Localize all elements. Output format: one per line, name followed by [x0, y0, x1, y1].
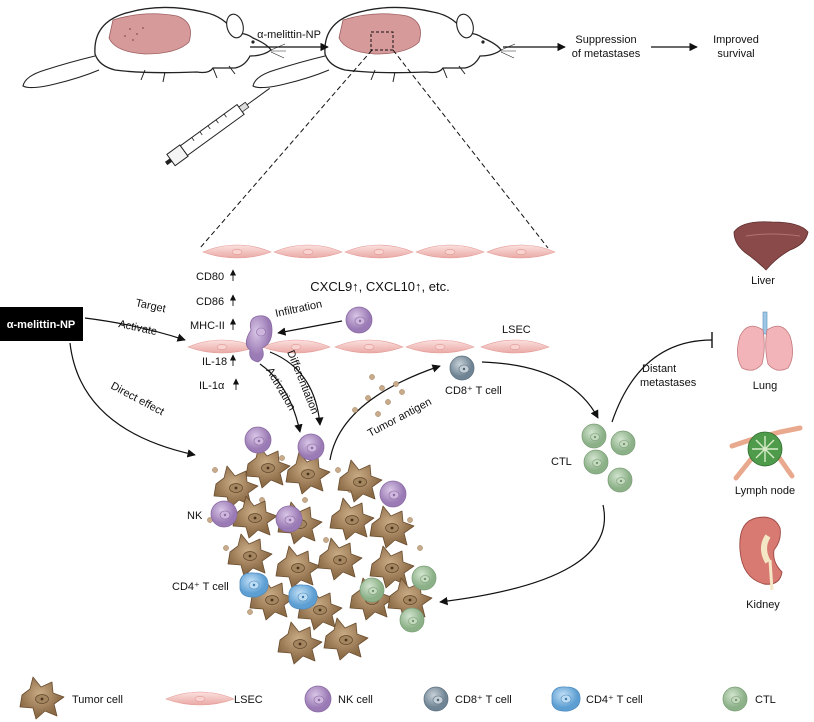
syringe-icon: [164, 87, 270, 167]
organ-lymph-node: Lymph node: [735, 485, 795, 497]
distant-label-line2: metastases: [640, 377, 697, 389]
treated-mouse: [252, 6, 517, 89]
outcome2-line2: survival: [717, 48, 754, 60]
legend-nk-cell: NK cell: [338, 694, 373, 706]
nk-label: NK: [187, 510, 203, 522]
ctl-label: CTL: [551, 456, 572, 468]
differentiation-arrow: [269, 351, 324, 426]
kidney-organ-icon: [739, 516, 783, 591]
legend-cd8-cell: CD8⁺ T cell: [455, 694, 512, 706]
lsec-row-middle: [187, 339, 550, 354]
lsec-label: LSEC: [502, 324, 531, 336]
target-arrow: [84, 317, 186, 342]
liver-organ-icon: [733, 221, 809, 271]
tumor-antigen-label: Tumor antigen: [366, 396, 434, 440]
organ-liver: Liver: [751, 275, 775, 287]
marker-il-1a: IL-1α: [199, 380, 225, 392]
lsec-icon: [165, 691, 235, 706]
legend-tumor-cell: Tumor cell: [72, 694, 123, 706]
tumor-cell-icon: [19, 676, 65, 720]
legend-lsec: LSEC: [234, 694, 263, 706]
organ-lung: Lung: [753, 380, 777, 392]
injection-label: α-melittin-NP: [257, 29, 321, 41]
cd4-label: CD4⁺ T cell: [172, 581, 229, 593]
upregulation-arrows: [229, 269, 240, 390]
kupffer-cell: [245, 315, 273, 363]
chemokines-label: CXCL9↑, CXCL10↑, etc.: [310, 279, 449, 294]
infiltrating-nk-cell: [345, 306, 373, 334]
legend-cd4-cell: CD4⁺ T cell: [586, 694, 643, 706]
cd4-cell-icon: [551, 686, 581, 712]
nk-cell-icon: [304, 685, 332, 713]
direct-effect-label: Direct effect: [109, 380, 166, 418]
cd8-cell-icon: [423, 686, 449, 712]
activation-arrow: [259, 363, 303, 433]
agent-box-label: α-melittin-NP: [7, 319, 75, 331]
antigen-arrow: [329, 364, 441, 461]
distant-label-line1: Distant: [642, 363, 676, 375]
tumor-mass: [207, 426, 437, 665]
cd8-label: CD8⁺ T cell: [445, 385, 502, 397]
activate-label: Activate: [117, 318, 158, 338]
liver-with-metastases-icon: [108, 13, 191, 55]
organ-kidney: Kidney: [746, 599, 780, 611]
marker-cd80: CD80: [196, 271, 224, 283]
untreated-mouse: [22, 6, 287, 89]
treated-liver-icon: [338, 13, 421, 55]
ctl-to-tumor-arrow: [439, 504, 605, 606]
zoom-region-box: [370, 31, 394, 51]
zoom-line-right: [392, 49, 549, 249]
target-label: Target: [134, 297, 166, 315]
ctl-icon: [722, 686, 748, 712]
lung-organ-icon: [737, 311, 793, 371]
kupffer-markers: CD80 CD86 MHC-II IL-18 IL-1α: [190, 269, 240, 392]
ctl-cluster: [581, 423, 636, 493]
distant-metastases-inhibition: [611, 339, 713, 423]
lsec-row-top: [202, 244, 556, 259]
outcome1-line1: Suppression: [575, 34, 636, 46]
outcome2-line1: Improved: [713, 34, 759, 46]
legend-ctl: CTL: [755, 694, 776, 706]
legend: Tumor cell LSEC NK cell CD8⁺ T cell CD4⁺…: [19, 676, 776, 720]
marker-il-18: IL-18: [202, 356, 227, 368]
marker-mhc-ii: MHC-II: [190, 320, 225, 332]
outcome1-line2: of metastases: [572, 48, 641, 60]
infiltration-arrow: [277, 320, 343, 336]
lymph-node-organ-icon: [729, 425, 803, 481]
agent-box: [0, 307, 83, 341]
marker-cd86: CD86: [196, 296, 224, 308]
zoom-line-left: [199, 49, 373, 249]
cd8-t-cell: [449, 355, 475, 381]
direct-effect-arrow: [69, 342, 196, 458]
tumor-antigen-debris: [352, 374, 405, 417]
infiltration-label: Infiltration: [274, 298, 323, 320]
cd8-to-ctl-arrow: [481, 361, 599, 419]
